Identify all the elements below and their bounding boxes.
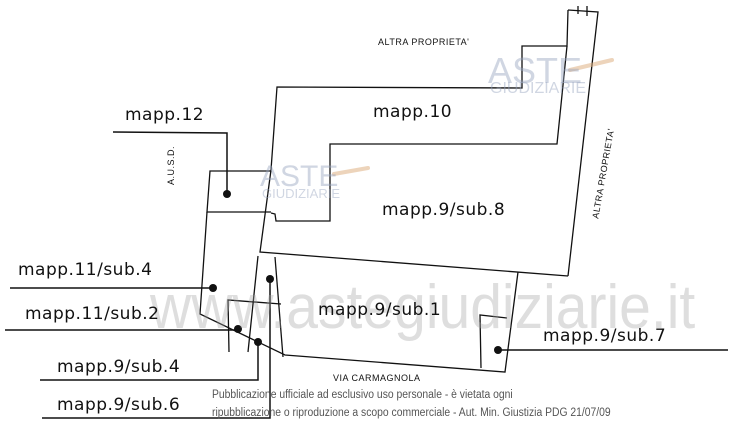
label-street: VIA CARMAGNOLA (333, 373, 421, 383)
parcel-mapp10 (270, 9, 569, 171)
legal-notice-line2: ripubblicazione o riproduzione a scopo c… (212, 407, 611, 419)
watermark-giudiziarie: GIUDIZIARIE (262, 186, 341, 201)
label-mapp12: mapp.12 (125, 105, 205, 125)
dot-mapp9-sub6 (266, 275, 274, 283)
leader-mapp9-sub4 (40, 342, 259, 381)
gavel-watermark-icon (568, 58, 614, 72)
leader-mapp12 (112, 131, 228, 194)
leader-mapp9-sub6 (42, 278, 271, 419)
label-mapp9-sub1: mapp.9/sub.1 (318, 300, 442, 320)
watermark-aste: ASTE (488, 50, 583, 91)
dot-mapp9-sub4 (254, 338, 262, 346)
label-mapp9-sub4: mapp.9/sub.4 (57, 357, 181, 377)
dot-mapp11-sub4 (209, 284, 217, 292)
gavel-watermark-icon (332, 166, 370, 176)
dot-mapp11-sub2 (234, 325, 242, 333)
label-mapp9-sub8: mapp.9/sub.8 (382, 200, 506, 220)
dot-mapp9-sub7 (494, 346, 502, 354)
parcel-mapp10-bottom (270, 45, 568, 222)
parcel-sub2-box (227, 299, 282, 353)
label-altra-proprieta-top: ALTRA PROPRIETA' (378, 37, 470, 47)
label-mapp11-sub2: mapp.11/sub.2 (25, 304, 160, 324)
label-mapp11-sub4: mapp.11/sub.4 (18, 260, 153, 280)
parcel-mapp12-box (206, 170, 271, 213)
label-mapp9-sub6: mapp.9/sub.6 (57, 395, 181, 415)
watermark-giudiziarie: GIUDIZIARIE (490, 80, 587, 97)
label-ausd: A.U.S.D. (166, 145, 177, 186)
parcel-sub6-divider (274, 256, 284, 358)
watermark-site: www.astegiudiziarie.it (150, 273, 696, 342)
dot-mapp12 (223, 190, 231, 198)
watermark-aste: ASTE (260, 160, 339, 193)
parcel-sub1-divider (247, 255, 259, 353)
label-mapp9-sub7: mapp.9/sub.7 (543, 326, 667, 346)
label-mapp10: mapp.10 (373, 102, 453, 122)
parcel-sub8-bottom (259, 169, 569, 277)
parcel-left-edge (199, 211, 519, 373)
parcel-sub7-box (479, 314, 508, 369)
legal-notice-line1: Pubblicazione ufficiale ad esclusivo uso… (212, 389, 513, 401)
